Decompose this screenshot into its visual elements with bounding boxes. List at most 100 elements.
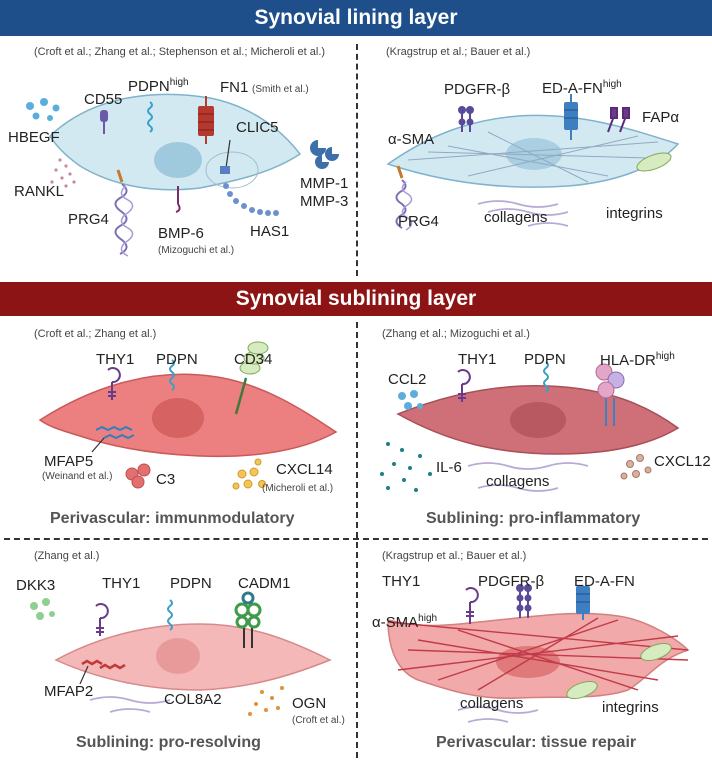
lining-layer-title: Synovial lining layer	[254, 6, 458, 29]
c3-label: C3	[156, 471, 176, 488]
lining-golgi	[205, 151, 259, 189]
cd55-label: CD55	[84, 91, 123, 108]
lining-layer-banner: Synovial lining layer	[0, 0, 712, 36]
pdpn-receptor-p3	[167, 599, 173, 631]
pdgfrb-label-p4: PDGFR-β	[478, 573, 545, 590]
has1-molecule	[223, 183, 279, 216]
lining-right-citation: (Kragstrup et al.; Bauer et al.)	[386, 46, 531, 58]
p3-caption: Sublining: pro-resolving	[76, 734, 261, 751]
pdpn-label: PDPNhigh	[128, 77, 189, 95]
bmp6-label: BMP-6	[158, 225, 204, 242]
thy1-receptor-p2	[457, 369, 471, 402]
integrins-label: integrins	[606, 205, 663, 222]
pdpn-label-p3: PDPN	[170, 575, 212, 592]
cadm1-receptor	[234, 591, 262, 648]
clic5-pointer	[225, 139, 231, 169]
pdpn-label-sup: high	[169, 77, 189, 88]
dkk3-label: DKK3	[16, 577, 56, 594]
bmp6-citation: (Mizoguchi et al.)	[158, 245, 235, 256]
mfap2-pointer	[79, 665, 89, 685]
p4-citation: (Kragstrup et al.; Bauer et al.)	[382, 550, 527, 562]
ogn-citation: (Croft et al.)	[292, 715, 345, 726]
collagen-fibers-p2	[467, 462, 589, 492]
p2-caption: Sublining: pro-inflammatory	[426, 510, 641, 527]
sublining-proresolving-illustration	[30, 591, 332, 716]
pdpn-receptor-p1	[169, 359, 175, 391]
proinflammatory-nucleus	[510, 402, 566, 438]
integrin-molecule-p4-b	[640, 642, 672, 662]
asma-label-p4: α-SMAhigh	[372, 613, 438, 631]
hbegf-label: HBEGF	[8, 129, 60, 146]
mmp-molecules	[310, 140, 339, 169]
has1-label: HAS1	[250, 223, 290, 240]
mfap5-citation: (Weinand et al.)	[42, 471, 113, 482]
integrins-label-p4: integrins	[602, 699, 659, 716]
perivascular-immunomodulatory-panel: (Croft et al.; Zhang et al.) THY1 PDPN C…	[0, 318, 356, 536]
edafn-label-sup: high	[602, 79, 622, 90]
collagens-label-right: collagens	[484, 209, 548, 226]
edafn-label-text: ED-A-FN	[542, 80, 603, 97]
hladr-receptor	[595, 363, 625, 426]
pdpn-label-p1: PDPN	[156, 351, 198, 368]
cxcl12-label: CXCL12	[654, 453, 711, 470]
fapa-label: FAPα	[642, 109, 680, 126]
thy1-receptor-p3	[95, 603, 109, 636]
collagens-label-p4: collagens	[460, 695, 524, 712]
lining-right-illustration	[386, 94, 680, 231]
cd55-receptor	[100, 110, 108, 134]
perivascular-immunomodulatory-illustration	[38, 341, 338, 490]
prg4-label: PRG4	[68, 211, 109, 228]
thy1-label-p2: THY1	[458, 351, 497, 368]
integrin-molecule	[636, 152, 672, 172]
collagen-fibers-p4	[457, 706, 539, 723]
asma-label-p4-text: α-SMA	[372, 614, 419, 631]
lining-fibroblast-cell	[49, 93, 302, 191]
pdpn-label-text: PDPN	[128, 78, 170, 95]
edafn-receptor-p4	[576, 586, 590, 620]
asma-label: α-SMA	[388, 131, 435, 148]
sublining-proinflammatory-panel: (Zhang et al.; Mizoguchi et al.) CCL2 TH…	[358, 318, 712, 536]
mmp1-label: MMP-1	[300, 175, 349, 192]
lining-panel-right: (Kragstrup et al.; Bauer et al.) PDGFR-β…	[358, 36, 712, 282]
edafn-receptor	[564, 94, 578, 140]
clic5-label: CLIC5	[236, 119, 279, 136]
collagens-label-p2: collagens	[486, 473, 550, 490]
pdgfrb-receptor-p4	[516, 584, 532, 618]
p3-citation: (Zhang et al.)	[34, 550, 100, 562]
asma-label-p4-sup: high	[418, 613, 438, 624]
prg4-label-right: PRG4	[398, 213, 439, 230]
lining-nucleus	[154, 142, 202, 178]
cd34-label: CD34	[234, 351, 273, 368]
hladr-label: HLA-DRhigh	[600, 351, 675, 369]
hladr-label-text: HLA-DR	[600, 352, 656, 369]
mfap5-molecule	[95, 425, 135, 440]
ogn-label: OGN	[292, 695, 327, 712]
collagen-fibers	[477, 200, 569, 227]
fn1-label: FN1	[220, 79, 249, 96]
ccl2-molecules	[398, 390, 423, 410]
mmp3-label: MMP-3	[300, 193, 349, 210]
asma-fibers	[407, 131, 659, 183]
pdgfrb-receptor	[458, 106, 474, 132]
il6-label: IL-6	[436, 459, 462, 476]
c3-molecules	[125, 463, 151, 489]
pdpn-label-p2: PDPN	[524, 351, 566, 368]
bmp6-receptor	[175, 186, 181, 213]
il6-molecules	[380, 442, 432, 492]
hladr-label-sup: high	[655, 351, 675, 362]
pdpn-receptor	[147, 101, 153, 133]
perivascular-tissue-repair-panel: (Kragstrup et al.; Bauer et al.) THY1 PD…	[358, 540, 712, 761]
col8a2-label: COL8A2	[164, 691, 222, 708]
cxcl12-molecules	[620, 454, 652, 480]
cadm1-label: CADM1	[238, 575, 291, 592]
ccl2-label: CCL2	[388, 371, 427, 388]
edafn-label-p4: ED-A-FN	[574, 573, 635, 590]
p1-citation: (Croft et al.; Zhang et al.)	[34, 328, 157, 340]
ogn-molecules	[248, 686, 284, 716]
thy1-label-p1: THY1	[96, 351, 135, 368]
sublining-layer-banner: Synovial sublining layer	[0, 282, 712, 316]
mfap2-label: MFAP2	[44, 683, 94, 700]
p1-caption: Perivascular: immunmodulatory	[50, 510, 295, 527]
p2-citation: (Zhang et al.; Mizoguchi et al.)	[382, 328, 530, 340]
fapa-receptor	[607, 107, 630, 133]
